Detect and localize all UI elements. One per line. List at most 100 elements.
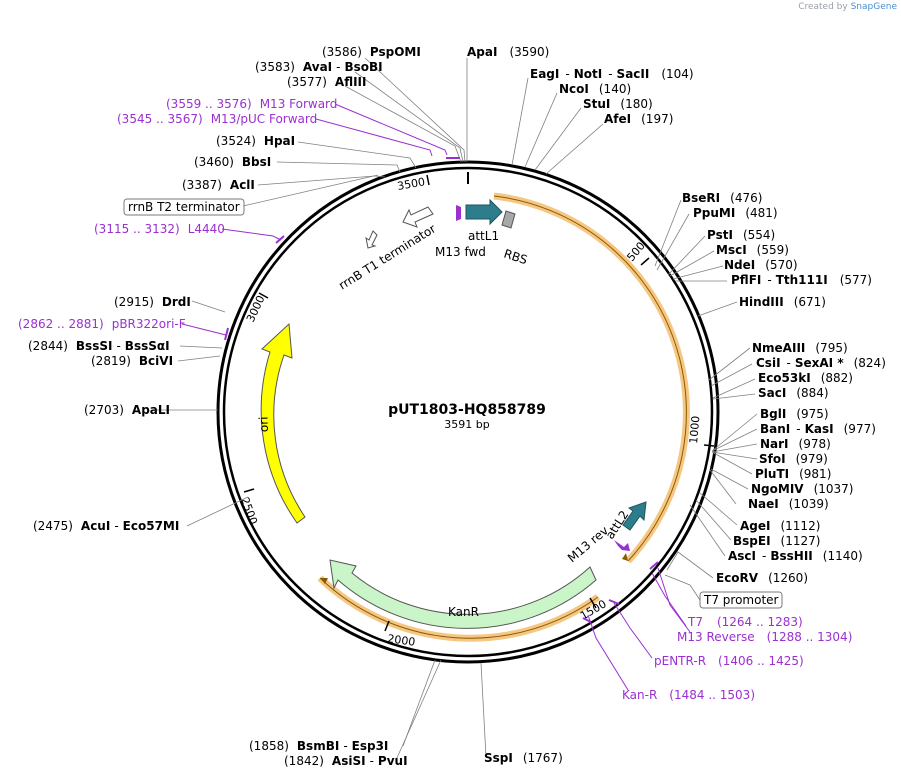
site-stui: StuI(180): [583, 97, 653, 111]
site-avai: (3583)AvaI-BsoBI: [255, 60, 383, 74]
tick-label-2000: 2000: [387, 632, 417, 649]
site-hindiii: HindIII(671): [739, 295, 826, 309]
primer-m13-reverse: M13 Reverse(1288 .. 1304): [677, 630, 852, 644]
site-bsmbi: (1858)BsmBI-Esp3I: [249, 739, 388, 753]
feature-label-attl1: attL1: [468, 229, 499, 243]
svg-text:MscI(559): MscI(559): [716, 243, 789, 257]
svg-text:Eco53kI(882): Eco53kI(882): [758, 371, 853, 385]
tick-label-3500: 3500: [396, 175, 426, 193]
svg-text:BspEI(1127): BspEI(1127): [733, 534, 820, 548]
site-asisi: (1842)AsiSI-PvuI: [284, 754, 408, 768]
site-naei: NaeI(1039): [748, 497, 829, 511]
svg-text:AgeI(1112): AgeI(1112): [740, 519, 820, 533]
site-eco53ki: Eco53kI(882): [758, 371, 853, 385]
primer-t7: T7(1264 .. 1283): [687, 615, 803, 629]
site-psti: PstI(554): [707, 228, 775, 242]
svg-text:PpuMI(481): PpuMI(481): [693, 206, 778, 220]
svg-text:CsiI-SexAI *(824): CsiI-SexAI *(824): [756, 356, 886, 370]
svg-text:NarI(978): NarI(978): [760, 437, 831, 451]
feature-label-rbs: RBS: [502, 247, 529, 268]
svg-text:NmeAIII(795): NmeAIII(795): [752, 341, 848, 355]
svg-text:AscI-BssHII(1140): AscI-BssHII(1140): [728, 549, 863, 563]
svg-text:(3524)HpaI: (3524)HpaI: [216, 134, 295, 148]
leader-lines: [152, 57, 758, 761]
svg-text:(2915)DrdI: (2915)DrdI: [114, 295, 191, 309]
site-ncoi: NcoI(140): [559, 82, 631, 96]
site-bcivi: (2819)BciVI: [91, 354, 173, 368]
site-csii: CsiI-SexAI *(824): [756, 356, 886, 370]
orf-arcs: [317, 192, 690, 642]
snapgene-credit: Created by SnapGene: [798, 2, 897, 12]
feature-label-rrnb-t1: rrnB T1 terminator: [336, 221, 438, 292]
svg-text:M13 Reverse(1288 .. 1304): M13 Reverse(1288 .. 1304): [677, 630, 852, 644]
svg-text:(1858)BsmBI-Esp3I: (1858)BsmBI-Esp3I: [249, 739, 388, 753]
svg-text:(3586)PspOMI: (3586)PspOMI: [322, 45, 421, 59]
site-apali: (2703)ApaLI: [84, 403, 170, 417]
site-acli: (3387)AclI: [182, 178, 255, 192]
site-drdi: (2915)DrdI: [114, 295, 191, 309]
svg-text:StuI(180): StuI(180): [583, 97, 653, 111]
site-pspomi: (3586)PspOMI: [322, 45, 421, 59]
site-agei: AgeI(1112): [740, 519, 820, 533]
svg-text:EagI-NotI-SacII(104): EagI-NotI-SacII(104): [530, 67, 694, 81]
site-apai: ApaI(3590): [467, 45, 549, 59]
svg-text:T7 promoter: T7 promoter: [703, 593, 779, 607]
feature-label-ori: ori: [256, 416, 271, 432]
svg-text:(2703)ApaLI: (2703)ApaLI: [84, 403, 170, 417]
svg-text:AfeI(197): AfeI(197): [604, 112, 673, 126]
svg-text:(3545 .. 3567)M13/pUC Forward: (3545 .. 3567)M13/pUC Forward: [117, 112, 317, 126]
site-pflfi: PflFI-Tth111I(577): [731, 273, 872, 287]
svg-text:PstI(554): PstI(554): [707, 228, 775, 242]
svg-text:(3115 .. 3132)L4440: (3115 .. 3132)L4440: [94, 222, 225, 236]
feature-rrnb-t1: rrnB T1 terminator: [336, 206, 438, 293]
site-pluti: PluTI(981): [755, 467, 831, 481]
svg-text:BglI(975): BglI(975): [760, 407, 829, 421]
site-acui: (2475)AcuI-Eco57MI: [33, 519, 179, 533]
svg-text:BseRI(476): BseRI(476): [682, 191, 762, 205]
svg-text:NgoMIV(1037): NgoMIV(1037): [751, 482, 853, 496]
site-saci: SacI(884): [758, 386, 829, 400]
svg-text:SacI(884): SacI(884): [758, 386, 829, 400]
boxed-rrnb-t2: rrnB T2 terminator: [123, 198, 245, 216]
site-ndei: NdeI(570): [724, 258, 798, 272]
svg-text:HindIII(671): HindIII(671): [739, 295, 826, 309]
plasmid-size: 3591 bp: [444, 418, 489, 431]
svg-text:(1842)AsiSI-PvuI: (1842)AsiSI-PvuI: [284, 754, 408, 768]
primer-lines: [181, 103, 691, 691]
svg-text:BanI-KasI(977): BanI-KasI(977): [760, 422, 876, 436]
feature-ori: ori: [256, 322, 306, 524]
primer-kan-r: Kan-R(1484 .. 1503): [622, 688, 755, 702]
site-msci: MscI(559): [716, 243, 789, 257]
svg-text:ApaI(3590): ApaI(3590): [467, 45, 549, 59]
svg-text:Kan-R(1484 .. 1503): Kan-R(1484 .. 1503): [622, 688, 755, 702]
svg-text:EcoRV(1260): EcoRV(1260): [716, 571, 808, 585]
boxed-t7-promoter: T7 promoter: [699, 591, 783, 609]
backbone: [216, 160, 720, 664]
svg-text:SfoI(979): SfoI(979): [759, 452, 828, 466]
svg-text:(2475)AcuI-Eco57MI: (2475)AcuI-Eco57MI: [33, 519, 179, 533]
feature-attl2: attL2: [603, 501, 647, 542]
site-ngomiv: NgoMIV(1037): [751, 482, 853, 496]
site-bsssi: (2844)BssSI-BssSαI: [28, 339, 170, 353]
site-afliii: (3577)AflIII: [287, 75, 366, 89]
feature-label-m13fwd: M13 fwd: [435, 245, 486, 259]
svg-text:(3460)BbsI: (3460)BbsI: [194, 155, 271, 169]
feature-attl1: attL1: [465, 198, 503, 243]
site-nmeaiii: NmeAIII(795): [752, 341, 848, 355]
svg-text:NdeI(570): NdeI(570): [724, 258, 798, 272]
plasmid-name: pUT1803-HQ858789: [388, 402, 546, 418]
site-bseri: BseRI(476): [682, 191, 762, 205]
site-afei: AfeI(197): [604, 112, 673, 126]
svg-text:(3559 .. 3576)M13 Forward: (3559 .. 3576)M13 Forward: [166, 97, 337, 111]
svg-text:NaeI(1039): NaeI(1039): [748, 497, 829, 511]
svg-text:PluTI(981): PluTI(981): [755, 467, 831, 481]
primer-labels: (3559 .. 3576)M13 Forward (3545 .. 3567)…: [18, 97, 852, 702]
svg-text:(3387)AclI: (3387)AclI: [182, 178, 255, 192]
tick-label-1000: 1000: [687, 415, 702, 444]
svg-text:T7(1264 .. 1283): T7(1264 .. 1283): [687, 615, 803, 629]
svg-text:SspI(1767): SspI(1767): [484, 751, 563, 765]
feature-kanr: KanR: [329, 559, 597, 629]
primer-pentr-r: pENTR-R(1406 .. 1425): [654, 654, 804, 668]
feature-m13fwd: M13 fwd: [435, 205, 486, 259]
svg-text:rrnB T2 terminator: rrnB T2 terminator: [128, 200, 240, 214]
